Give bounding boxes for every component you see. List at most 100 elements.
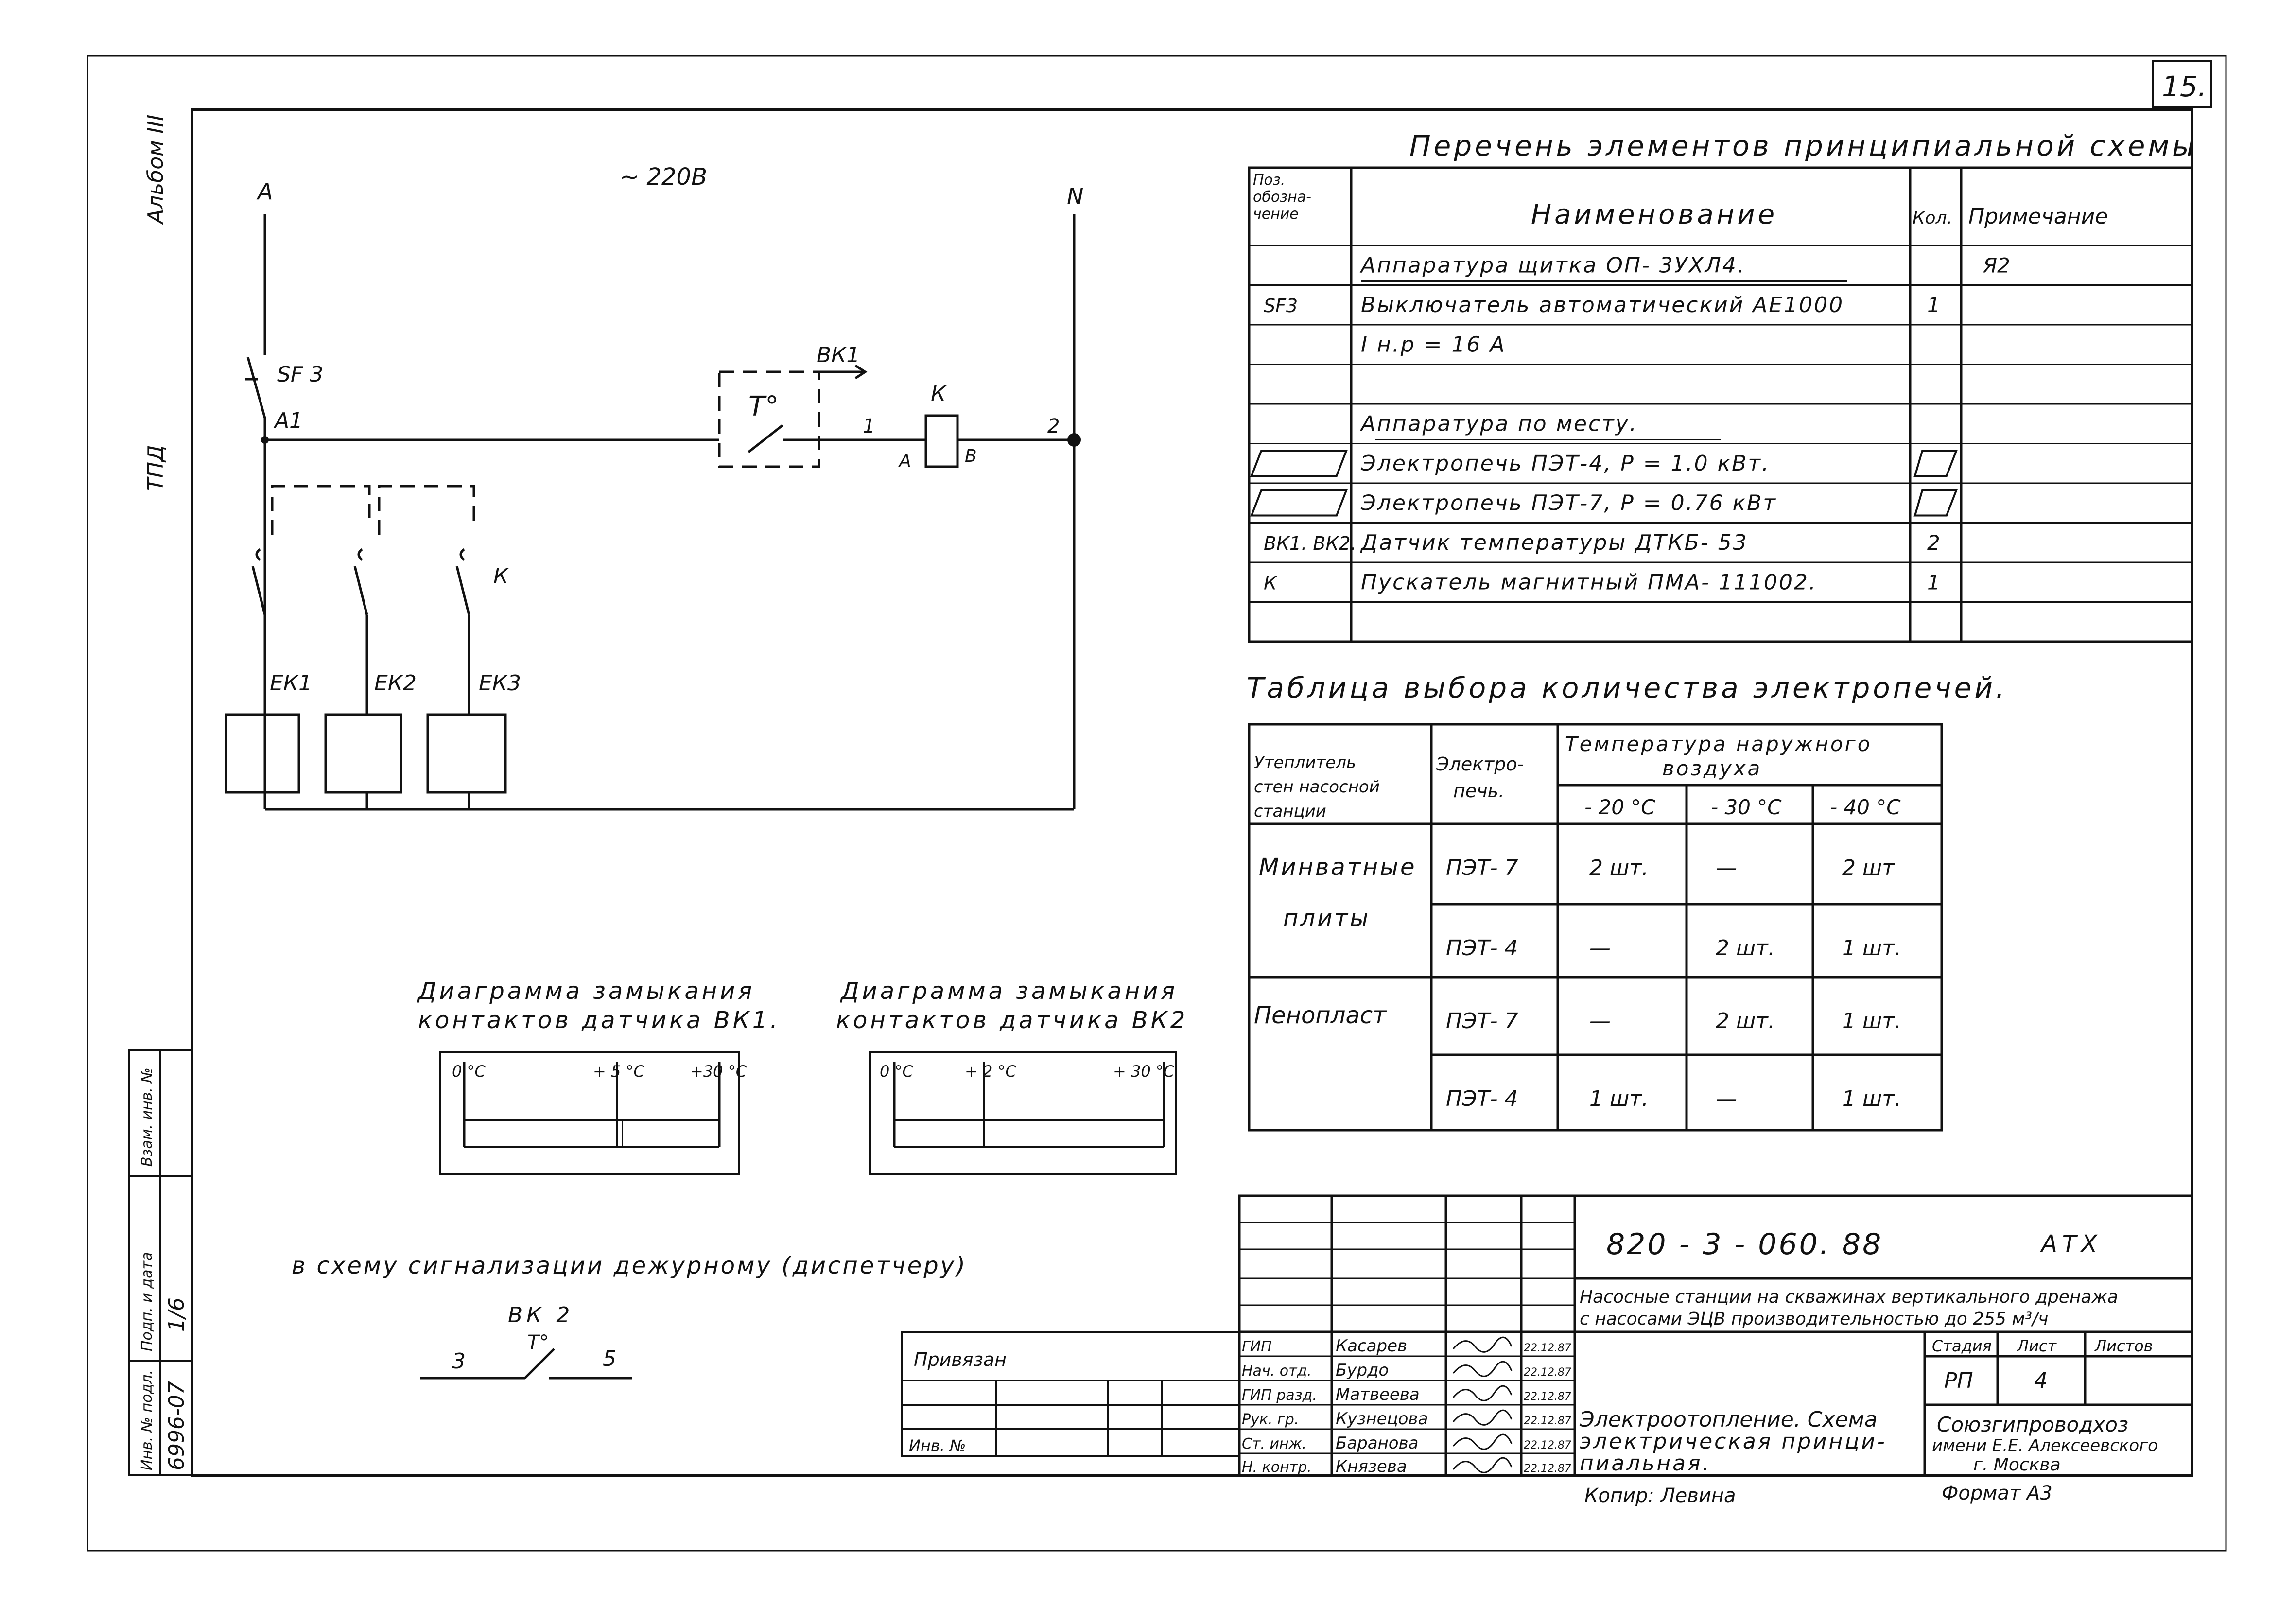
wire-1-label: 1 — [863, 415, 875, 437]
signal-left: 3 — [452, 1349, 466, 1374]
bk2-closed-bar — [894, 1120, 984, 1148]
stamp-name: Касарев — [1336, 1336, 1407, 1356]
wire-2-label: 2 — [1047, 415, 1060, 437]
bk2-t0: 0 °С — [880, 1062, 914, 1081]
stamp-sheet: 4 — [2034, 1368, 2048, 1393]
heater-ek1-label: ЕК1 — [270, 671, 312, 696]
signature-scribble — [1452, 1361, 1513, 1377]
heater-count: 2 шт. — [1716, 936, 1775, 961]
org-2: имени Е.Е. Алексеевского — [1932, 1436, 2158, 1455]
closure-diagram-bk1: Диаграмма замыкания контактов датчика ВК… — [417, 978, 778, 1175]
element-note: Я2 — [1983, 253, 2010, 277]
elements-header-name: Наименование — [1531, 199, 1777, 230]
phase-label: А — [256, 178, 273, 205]
node-a1-label: А1 — [273, 408, 303, 433]
elements-header-note: Примечание — [1968, 204, 2108, 229]
stamp-role: Ст. инж. — [1242, 1435, 1306, 1452]
elements-header-qty: Кол. — [1913, 208, 1952, 228]
thermo-symbol: T° — [748, 391, 779, 422]
stamp-role: Нач. отд. — [1242, 1363, 1312, 1380]
project-code: 820 - 3 - 060. 88 — [1606, 1227, 1883, 1261]
stamp-date: 22.12.87 — [1524, 1439, 1571, 1451]
coil-b-label: В — [965, 446, 977, 466]
principal-scheme — [225, 214, 1081, 811]
heater-symbol — [1250, 489, 1348, 517]
elements-table — [1248, 166, 2193, 643]
temp-col-2: - 30 °С — [1711, 795, 1782, 819]
stamp-date: 22.12.87 — [1524, 1342, 1571, 1354]
signal-text: в схему сигнализации дежурному (диспетче… — [292, 1252, 967, 1279]
diagram-bk2-title-1: Диаграмма замыкания — [840, 978, 1178, 1005]
org-1: Союзгипроводхоз — [1937, 1413, 2128, 1436]
signature-scribble — [1452, 1336, 1513, 1353]
heater-count: 1 шт. — [1842, 1009, 1901, 1033]
heater-qty-symbol — [1913, 450, 1958, 477]
stamp-date: 22.12.87 — [1524, 1415, 1571, 1427]
temp-col-3: - 40 °С — [1830, 795, 1901, 819]
stamp-sheets-header: Листов — [2094, 1337, 2153, 1355]
heater-type: ПЭТ- 7 — [1446, 856, 1518, 880]
element-name: Датчик температуры ДТКБ- 53 — [1360, 530, 1748, 555]
coil-k-label: К — [931, 382, 947, 406]
heaters-table — [1248, 723, 1943, 1132]
bk1-t0: 0 °С — [452, 1062, 486, 1081]
element-pos: К — [1264, 572, 1278, 594]
heater-count: 1 шт. — [1842, 1086, 1901, 1111]
heater-ek1 — [225, 713, 300, 794]
diagram-bk2-title-2: контактов датчика ВК2 — [836, 1007, 1188, 1034]
element-name: Аппаратура щитка ОП- 3УХЛ4. — [1359, 253, 1746, 278]
signal-thermo: T° — [527, 1331, 549, 1354]
heater-count: — — [1589, 1009, 1611, 1033]
bk2-t2: + 30 °С — [1113, 1062, 1175, 1081]
stamp-stage: РП — [1944, 1368, 1973, 1393]
heater-qty-symbol — [1913, 489, 1958, 517]
heater-count: 2 шт — [1842, 856, 1895, 880]
temp-col-1: - 20 °С — [1584, 795, 1655, 819]
bound-block — [901, 1331, 1240, 1457]
bound-label: Привязан — [914, 1349, 1007, 1370]
stamp-role: ГИП — [1242, 1338, 1272, 1355]
neutral-label: N — [1067, 183, 1083, 210]
k-contacts — [251, 486, 470, 715]
signature-scribble — [1452, 1409, 1513, 1426]
drawing-title-3: пиальная. — [1580, 1451, 1711, 1476]
stamp-description-1: Насосные станции на скважинах вертикальн… — [1580, 1287, 2118, 1307]
heater-type: ПЭТ- 7 — [1446, 1009, 1518, 1033]
elements-header-pos: Поз.обозна-чение — [1253, 172, 1311, 223]
heater-ek2 — [324, 713, 402, 794]
element-qty: 1 — [1927, 293, 1940, 317]
inner-border — [191, 108, 2193, 1477]
stamp-name: Кузнецова — [1336, 1409, 1428, 1429]
album-label: Альбом III — [143, 115, 168, 225]
elements-title: Перечень элементов принципиальной схемы — [1409, 129, 2197, 162]
heater-ek3-label: ЕК3 — [479, 671, 521, 696]
diagram-bk1-title-1: Диаграмма замыкания — [417, 978, 755, 1005]
heaters-col-heater: Электро-печь. — [1436, 753, 1524, 802]
sheet-format: Формат А3 — [1942, 1482, 2052, 1504]
page-number-box — [2152, 60, 2212, 108]
heaters-table-title: Таблица выбора количества электропечей. — [1247, 671, 2007, 704]
drawing-title-2: электрическая принци- — [1580, 1429, 1887, 1454]
outer-border — [87, 55, 2227, 1552]
heater-count: 2 шт. — [1716, 1009, 1775, 1033]
bk1-t2: +30 °С — [690, 1062, 747, 1081]
title-block — [1238, 1194, 2193, 1477]
stamp-name: Бурдо — [1336, 1361, 1389, 1380]
breaker-sf3 — [246, 357, 266, 419]
bk1-enclosure — [718, 370, 820, 468]
stamp-stage-header: Стадия — [1932, 1337, 1992, 1355]
stamp-description-2: с насосами ЭЦВ производительностью до 25… — [1580, 1309, 2048, 1329]
heater-count: 2 шт. — [1589, 856, 1649, 880]
copied-by: Копир: Левина — [1584, 1485, 1736, 1507]
element-name: I н.р = 16 А — [1361, 332, 1506, 357]
bk1-contact — [748, 424, 783, 453]
heater-type: ПЭТ- 4 — [1446, 936, 1518, 961]
coil-k — [924, 414, 959, 468]
contact-k-label: К — [493, 564, 509, 589]
bk2-signal-contact — [420, 1348, 632, 1380]
sheet-frame — [87, 55, 2227, 1552]
strip-label-inv: Инв. № подл. — [139, 1370, 156, 1470]
heater-type: ПЭТ- 4 — [1446, 1086, 1518, 1111]
